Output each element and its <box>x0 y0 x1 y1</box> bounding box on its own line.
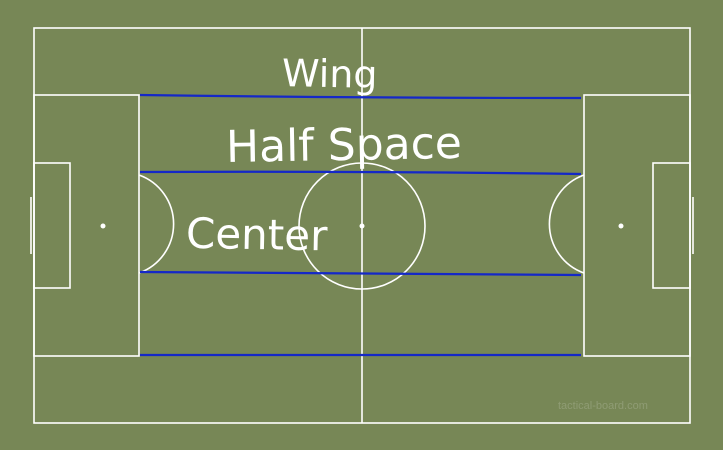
half-space-label: Half Space <box>226 118 463 173</box>
right-penalty-spot <box>618 223 624 229</box>
left-penalty-box <box>33 94 140 357</box>
left-penalty-arc <box>138 174 175 274</box>
wing-label: Wing <box>282 51 378 97</box>
right-penalty-arc <box>548 174 585 274</box>
wing-line <box>139 93 582 100</box>
watermark: tactical-board.com <box>558 400 648 412</box>
half-space-line-bottom <box>139 270 582 277</box>
right-goal-area <box>652 162 691 289</box>
center-spot <box>359 223 365 229</box>
pitch-markings <box>30 27 694 424</box>
center-circle <box>298 162 426 290</box>
left-goal-area <box>33 162 71 289</box>
left-penalty-spot <box>100 223 106 229</box>
half-space-line-top <box>139 170 582 176</box>
right-penalty-box <box>583 94 691 357</box>
zone-lines <box>139 93 582 357</box>
center-label: Center <box>186 209 329 260</box>
